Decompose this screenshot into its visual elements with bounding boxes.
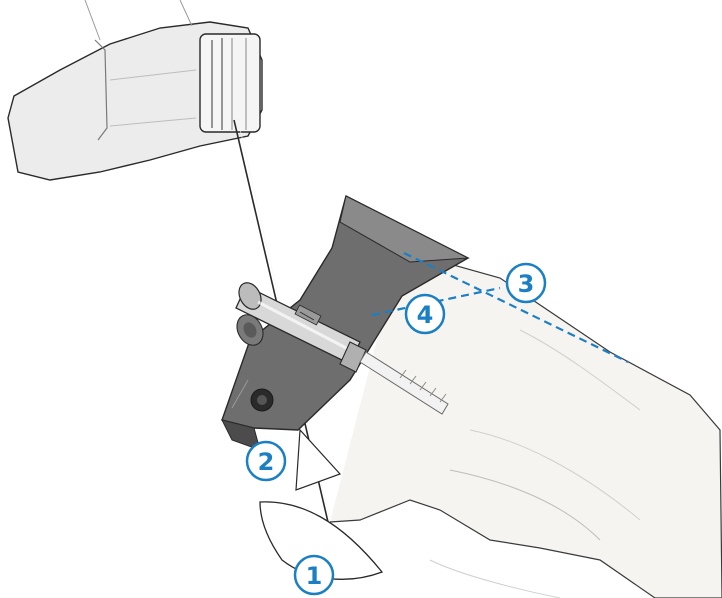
guide-blade <box>259 501 384 580</box>
reference-line-3 <box>403 252 629 363</box>
callout-1-label: 1 <box>306 562 323 590</box>
callout-2-label: 2 <box>258 448 275 476</box>
power-drill <box>7 0 263 181</box>
callout-3: 3 <box>505 262 547 304</box>
screw <box>359 351 449 415</box>
drill-guide <box>235 282 367 373</box>
callout-1: 1 <box>293 554 335 596</box>
jig-tip <box>295 428 342 491</box>
callout-3-label: 3 <box>518 270 535 298</box>
callout-4-label: 4 <box>417 301 434 329</box>
callout-4: 4 <box>404 293 446 335</box>
callout-2: 2 <box>245 440 287 482</box>
foot-outline <box>329 249 722 598</box>
